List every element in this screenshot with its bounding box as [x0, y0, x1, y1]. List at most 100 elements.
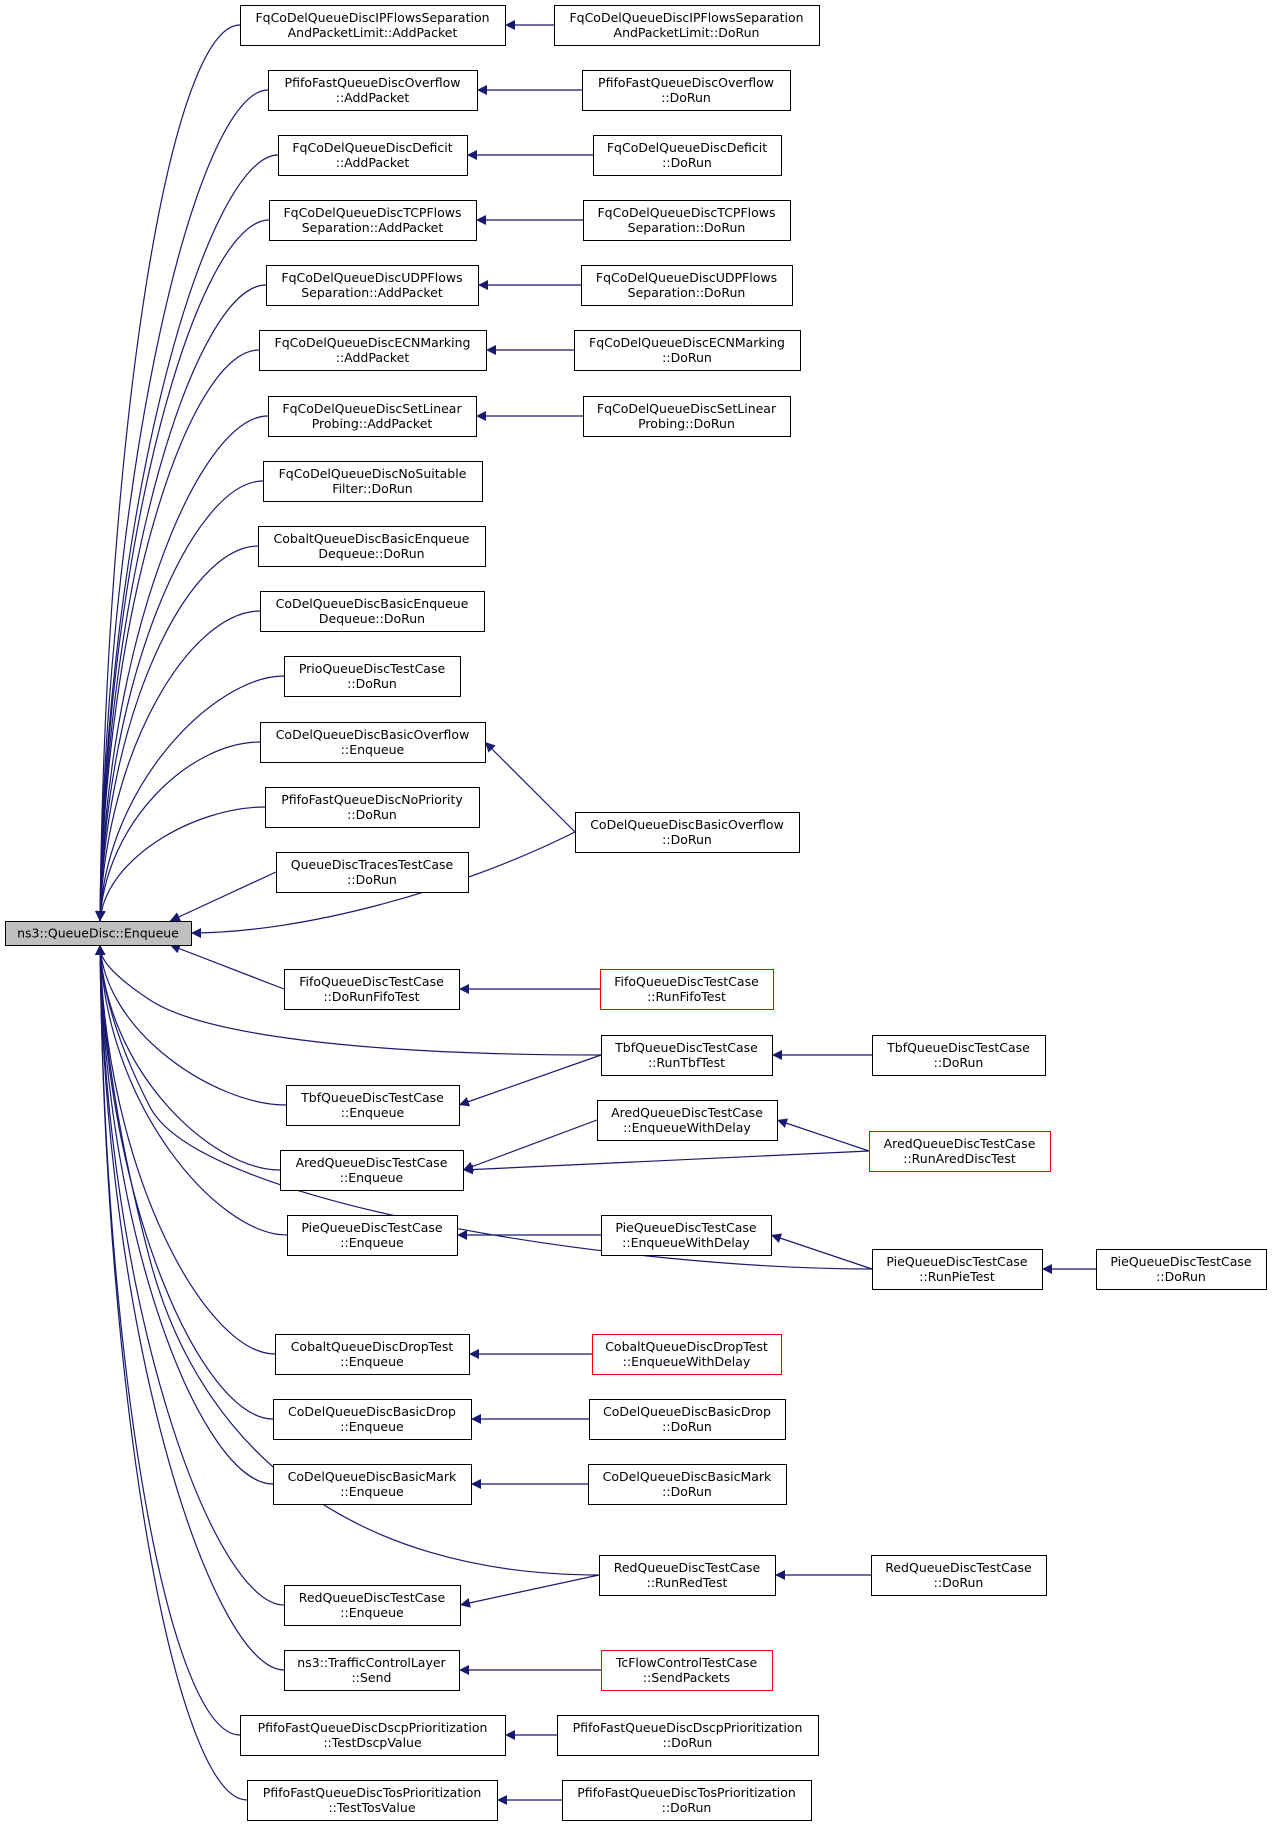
- edge-fqecn-add-to-root: [95, 349, 260, 922]
- node-label-line: ns3::TrafficControlLayer: [297, 1655, 446, 1670]
- node-prio-run[interactable]: PrioQueueDiscTestCase::DoRun: [284, 656, 461, 697]
- node-label-line: PfifoFastQueueDiscOverflow: [285, 75, 461, 90]
- node-label-line: AredQueueDiscTestCase: [884, 1136, 1036, 1151]
- node-fqip-add[interactable]: FqCoDelQueueDiscIPFlowsSeparationAndPack…: [240, 5, 506, 46]
- node-label-line: FqCoDelQueueDiscSetLinear: [597, 401, 777, 416]
- node-tcflow-send[interactable]: TcFlowControlTestCase::SendPackets: [601, 1650, 773, 1691]
- node-box: [286, 1085, 460, 1126]
- node-label-line: ::Enqueue: [340, 1170, 404, 1185]
- node-label-line: AndPacketLimit::DoRun: [614, 25, 760, 40]
- node-label-line: ::DoRun: [662, 832, 712, 847]
- node-label-line: ::DoRun: [934, 1055, 984, 1070]
- node-fqdef-add[interactable]: FqCoDelQueueDiscDeficit::AddPacket: [278, 135, 468, 176]
- node-cobalt-basic[interactable]: CobaltQueueDiscBasicEnqueueDequeue::DoRu…: [258, 526, 486, 567]
- node-cobaltdrop-enq[interactable]: CobaltQueueDiscDropTest::Enqueue: [275, 1334, 470, 1375]
- node-label-line: Separation::DoRun: [628, 285, 746, 300]
- edge-fqudp-add-to-root: [95, 284, 267, 922]
- node-label-line: FqCoDelQueueDiscUDPFlows: [596, 270, 777, 285]
- node-cobaltdrop-delay[interactable]: CobaltQueueDiscDropTest::EnqueueWithDela…: [592, 1334, 782, 1375]
- node-fqlin-add[interactable]: FqCoDelQueueDiscSetLinearProbing::AddPac…: [268, 396, 477, 437]
- node-pftos-run[interactable]: PfifoFastQueueDiscTosPrioritization::DoR…: [562, 1780, 812, 1821]
- edge-red-runtest-to-root: [95, 944, 600, 1576]
- node-label-line: ::Enqueue: [341, 1105, 405, 1120]
- node-codelmark-run[interactable]: CoDelQueueDiscBasicMark::DoRun: [588, 1464, 787, 1505]
- node-label-line: Probing::AddPacket: [312, 416, 433, 431]
- edge-ared-enq-to-root: [95, 944, 281, 1171]
- node-codeldrop-run[interactable]: CoDelQueueDiscBasicDrop::DoRun: [589, 1399, 786, 1440]
- node-codelov-run[interactable]: CoDelQueueDiscBasicOverflow::DoRun: [575, 812, 800, 853]
- edge-codeldrop-enq-to-root: [95, 944, 274, 1420]
- node-fifo-run[interactable]: FifoQueueDiscTestCase::RunFifoTest: [600, 969, 774, 1010]
- node-label-line: ::RunTbfTest: [648, 1055, 725, 1070]
- node-fqudp-run[interactable]: FqCoDelQueueDiscUDPFlowsSeparation::DoRu…: [581, 265, 793, 306]
- node-box: [600, 969, 774, 1010]
- node-root[interactable]: ns3::QueueDisc::Enqueue: [5, 921, 192, 946]
- node-box: [268, 396, 477, 437]
- edge-red-enq-to-root: [95, 944, 285, 1606]
- edge-tbf-runtest-to-root: [95, 944, 602, 1056]
- node-label-line: FqCoDelQueueDiscECNMarking: [275, 335, 471, 350]
- node-label-line: ::Enqueue: [341, 742, 405, 757]
- node-label-line: ::AddPacket: [336, 155, 410, 170]
- node-label-line: ::DoRun: [1156, 1269, 1206, 1284]
- node-box: [240, 1715, 506, 1756]
- node-ared-enq[interactable]: AredQueueDiscTestCase::Enqueue: [280, 1150, 464, 1191]
- node-pie-runtest[interactable]: PieQueueDiscTestCase::RunPieTest: [872, 1249, 1043, 1290]
- node-red-enq[interactable]: RedQueueDiscTestCase::Enqueue: [284, 1585, 461, 1626]
- node-fqudp-add[interactable]: FqCoDelQueueDiscUDPFlowsSeparation::AddP…: [266, 265, 479, 306]
- node-pie-enq[interactable]: PieQueueDiscTestCase::Enqueue: [287, 1215, 458, 1256]
- edge-fqnos-run-to-root: [95, 480, 264, 922]
- node-box: [263, 461, 483, 502]
- edge-fqlin-add-to-root: [95, 415, 269, 922]
- edge-ared-delay-to-ared-enq: [462, 1119, 598, 1172]
- node-box: [5, 921, 192, 946]
- node-red-runtest[interactable]: RedQueueDiscTestCase::RunRedTest: [599, 1555, 776, 1596]
- node-fqecn-run[interactable]: FqCoDelQueueDiscECNMarking::DoRun: [574, 330, 801, 371]
- node-traces-run[interactable]: QueueDiscTracesTestCase::DoRun: [276, 852, 469, 893]
- node-label-line: ::RunAredDiscTest: [903, 1151, 1016, 1166]
- node-label-line: PfifoFastQueueDiscTosPrioritization: [263, 1785, 482, 1800]
- node-box: [269, 200, 477, 241]
- node-label-line: ::SendPackets: [643, 1670, 730, 1685]
- node-box: [273, 1399, 472, 1440]
- node-label-line: ::RunRedTest: [647, 1575, 728, 1590]
- node-label-line: ::DoRun: [662, 155, 712, 170]
- node-pftos-test[interactable]: PfifoFastQueueDiscTosPrioritization::Tes…: [247, 1780, 498, 1821]
- node-tc-send[interactable]: ns3::TrafficControlLayer::Send: [284, 1650, 460, 1691]
- node-pfov-add[interactable]: PfifoFastQueueDiscOverflow::AddPacket: [268, 70, 478, 111]
- node-fqtcp-run[interactable]: FqCoDelQueueDiscTCPFlowsSeparation::DoRu…: [583, 200, 791, 241]
- node-ared-run[interactable]: AredQueueDiscTestCase::RunAredDiscTest: [869, 1131, 1051, 1172]
- node-red-dorun[interactable]: RedQueueDiscTestCase::DoRun: [871, 1555, 1047, 1596]
- node-pfdscp-run[interactable]: PfifoFastQueueDiscDscpPrioritization::Do…: [557, 1715, 819, 1756]
- node-box: [1096, 1249, 1267, 1290]
- node-box: [557, 1715, 819, 1756]
- node-pie-dorun[interactable]: PieQueueDiscTestCase::DoRun: [1096, 1249, 1267, 1290]
- node-codelmark-enq[interactable]: CoDelQueueDiscBasicMark::Enqueue: [273, 1464, 472, 1505]
- node-pie-delay[interactable]: PieQueueDiscTestCase::EnqueueWithDelay: [601, 1215, 772, 1256]
- edge-pftos-test-to-root: [95, 944, 248, 1801]
- node-label-line: Separation::AddPacket: [302, 220, 444, 235]
- node-label-line: ::DoRun: [662, 350, 712, 365]
- node-pfov-run[interactable]: PfifoFastQueueDiscOverflow::DoRun: [582, 70, 791, 111]
- node-pfnoprio-run[interactable]: PfifoFastQueueDiscNoPriority::DoRun: [265, 787, 480, 828]
- node-tbf-dorun[interactable]: TbfQueueDiscTestCase::DoRun: [872, 1035, 1046, 1076]
- node-tbf-runtest[interactable]: TbfQueueDiscTestCase::RunTbfTest: [601, 1035, 773, 1076]
- node-codeldrop-enq[interactable]: CoDelQueueDiscBasicDrop::Enqueue: [273, 1399, 472, 1440]
- node-fqdef-run[interactable]: FqCoDelQueueDiscDeficit::DoRun: [593, 135, 782, 176]
- edges-layer: [95, 20, 1096, 1805]
- node-box: [284, 656, 461, 697]
- node-pfdscp-test[interactable]: PfifoFastQueueDiscDscpPrioritization::Te…: [240, 1715, 506, 1756]
- node-fqecn-add[interactable]: FqCoDelQueueDiscECNMarking::AddPacket: [259, 330, 487, 371]
- node-tbf-enq[interactable]: TbfQueueDiscTestCase::Enqueue: [286, 1085, 460, 1126]
- node-label-line: FqCoDelQueueDiscTCPFlows: [597, 205, 775, 220]
- node-fqtcp-add[interactable]: FqCoDelQueueDiscTCPFlowsSeparation::AddP…: [269, 200, 477, 241]
- node-codelov-enq[interactable]: CoDelQueueDiscBasicOverflow::Enqueue: [260, 722, 486, 763]
- node-fifo-dorun[interactable]: FifoQueueDiscTestCase::DoRunFifoTest: [284, 969, 460, 1010]
- node-label-line: ::EnqueueWithDelay: [622, 1235, 750, 1250]
- node-box: [871, 1555, 1047, 1596]
- node-ared-delay[interactable]: AredQueueDiscTestCase::EnqueueWithDelay: [597, 1100, 778, 1141]
- node-fqip-run[interactable]: FqCoDelQueueDiscIPFlowsSeparationAndPack…: [554, 5, 820, 46]
